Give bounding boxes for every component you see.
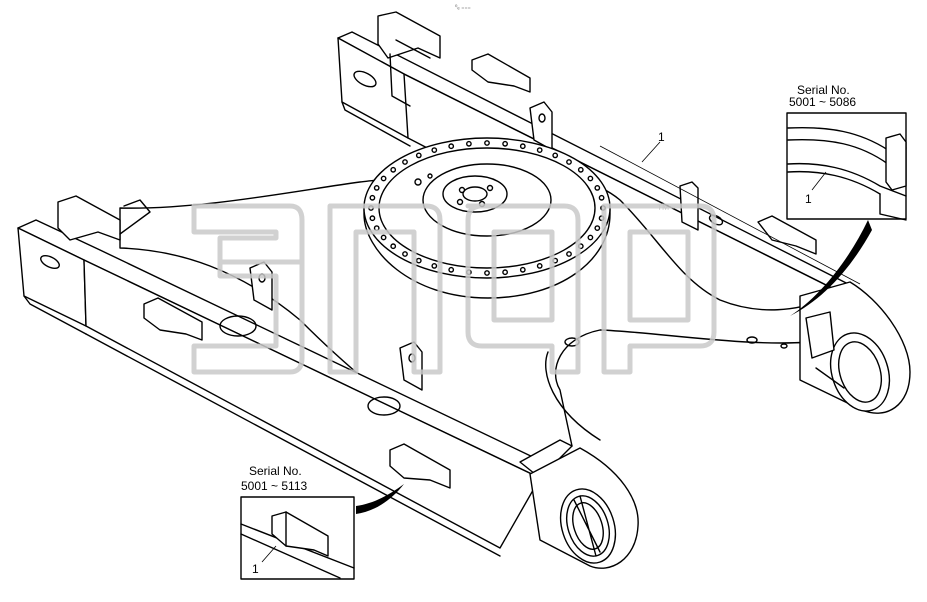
callout-bottom-part: 1	[252, 562, 259, 576]
callout-bottom-title: Serial No.	[249, 464, 302, 478]
bolt-hole	[448, 266, 455, 273]
callout-bottom-box	[240, 496, 355, 580]
bolt-hole	[390, 243, 397, 250]
bolt-hole	[587, 234, 594, 241]
header-mark: ⁰ₑ ₌₌₌	[455, 4, 471, 11]
bolt-hole	[415, 152, 422, 159]
bolt-hole	[402, 159, 408, 165]
bolt-hole	[380, 234, 387, 241]
callout-right-range: 5001 ~ 5086	[789, 95, 856, 109]
callout-bottom-range: 5001 ~ 5113	[241, 479, 308, 493]
bolt-hole	[587, 175, 594, 182]
bolt-hole	[502, 269, 508, 276]
part-leader-main: 1	[641, 130, 665, 163]
rear-idler-housing	[799, 281, 911, 414]
bolt-hole	[415, 257, 422, 264]
bolt-hole	[431, 262, 438, 269]
bolt-hole	[402, 251, 408, 257]
bolt-hole	[577, 166, 584, 173]
front-idler-housing	[529, 447, 639, 569]
bolt-hole	[502, 140, 508, 147]
watermark-logo: ™	[191, 201, 717, 375]
bolt-hole	[598, 194, 605, 201]
callout-bottom: Serial No. 5001 ~ 5113 1	[240, 464, 404, 580]
callout-right: Serial No. 5001 ~ 5086 1	[786, 83, 907, 316]
trademark-mark: ™	[656, 201, 670, 217]
bolt-hole	[369, 194, 376, 201]
bolt-hole	[519, 266, 526, 273]
bolt-hole	[465, 140, 472, 147]
callout-right-pointer	[790, 220, 872, 316]
bolt-hole	[594, 184, 601, 191]
bolt-hole	[552, 152, 559, 159]
bolt-hole	[566, 251, 572, 257]
bolt-hole	[373, 184, 380, 191]
part-label-main: 1	[658, 130, 665, 144]
bolt-hole	[380, 175, 387, 182]
bolt-hole	[369, 215, 376, 222]
bolt-hole	[536, 147, 543, 154]
callout-right-part: 1	[805, 192, 812, 206]
bolt-hole	[536, 262, 543, 269]
bolt-hole	[484, 140, 490, 146]
bolt-hole	[566, 159, 572, 165]
bolt-hole	[594, 225, 601, 232]
bolt-hole	[484, 270, 490, 276]
bolt-hole	[448, 143, 455, 150]
bolt-hole	[431, 147, 438, 154]
callout-right-title: Serial No.	[797, 83, 850, 97]
bolt-hole	[390, 166, 397, 173]
callout-bottom-pointer	[356, 484, 404, 514]
bolt-hole	[519, 143, 526, 150]
